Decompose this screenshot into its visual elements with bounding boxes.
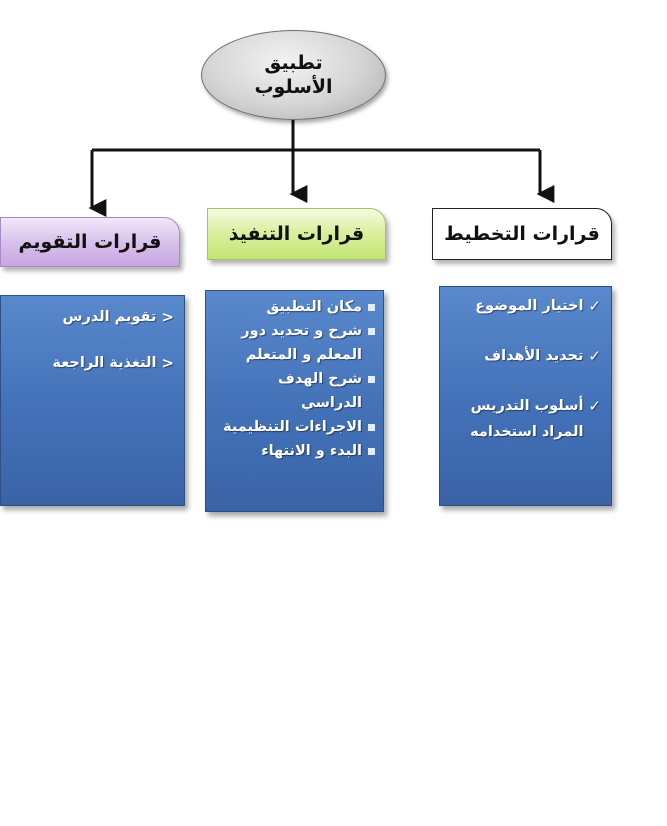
execution-list: مكان التطبيق شرح و تحديد دور المعلم و ال…: [205, 290, 384, 512]
planning-header: قرارات التخطيط: [432, 208, 612, 260]
list-item: البدء و الانتهاء: [212, 439, 375, 463]
list-item-text: التغذية الراجعة: [52, 355, 157, 371]
planning-list: ✓ اختيار الموضوع ✓ تحديد الأهداف ✓ أسلوب…: [439, 286, 612, 506]
root-node: تطبيق الأسلوب: [201, 30, 386, 120]
list-item: < تقويم الدرس: [7, 304, 174, 330]
execution-title: قرارات التنفيذ: [228, 223, 365, 245]
square-bullet-icon: [368, 304, 375, 311]
planning-title: قرارات التخطيط: [444, 223, 600, 245]
evaluation-header: قرارات التقويم: [0, 217, 180, 267]
square-bullet-icon: [368, 424, 375, 431]
square-bullet-icon: [368, 448, 375, 455]
list-item-text: اختيار الموضوع: [475, 298, 584, 314]
check-icon: ✓: [588, 397, 601, 415]
square-bullet-icon: [368, 376, 375, 383]
check-icon: ✓: [588, 297, 601, 315]
execution-header: قرارات التنفيذ: [207, 208, 386, 260]
list-item-text: تقويم الدرس: [62, 309, 157, 325]
list-item-text: شرح الهدف الدراسي: [278, 371, 362, 411]
list-item: مكان التطبيق: [212, 295, 375, 319]
root-line1: تطبيق: [264, 52, 323, 74]
square-bullet-icon: [368, 328, 375, 335]
chevron-icon: <: [161, 354, 174, 372]
list-item-text: مكان التطبيق: [266, 299, 362, 315]
list-item-text: أسلوب التدريس المراد استخدامه: [470, 398, 584, 440]
list-item: ✓ أسلوب التدريس المراد استخدامه: [446, 393, 601, 445]
chevron-icon: <: [161, 308, 174, 326]
list-item: ✓ اختيار الموضوع: [446, 293, 601, 319]
check-icon: ✓: [588, 347, 601, 365]
evaluation-title: قرارات التقويم: [18, 231, 162, 253]
list-item-text: البدء و الانتهاء: [261, 443, 362, 459]
list-item: الاجراءات التنظيمية: [212, 415, 375, 439]
list-item-text: تحديد الأهداف: [484, 348, 584, 364]
list-item: ✓ تحديد الأهداف: [446, 343, 601, 369]
list-item: شرح الهدف الدراسي: [212, 367, 375, 415]
list-item-text: الاجراءات التنظيمية: [223, 419, 362, 435]
list-item: شرح و تحديد دور المعلم و المتعلم: [212, 319, 375, 367]
list-item-text: شرح و تحديد دور المعلم و المتعلم: [241, 323, 362, 363]
evaluation-list: < تقويم الدرس < التغذية الراجعة: [0, 295, 185, 506]
root-line2: الأسلوب: [254, 76, 333, 98]
list-item: < التغذية الراجعة: [7, 350, 174, 376]
